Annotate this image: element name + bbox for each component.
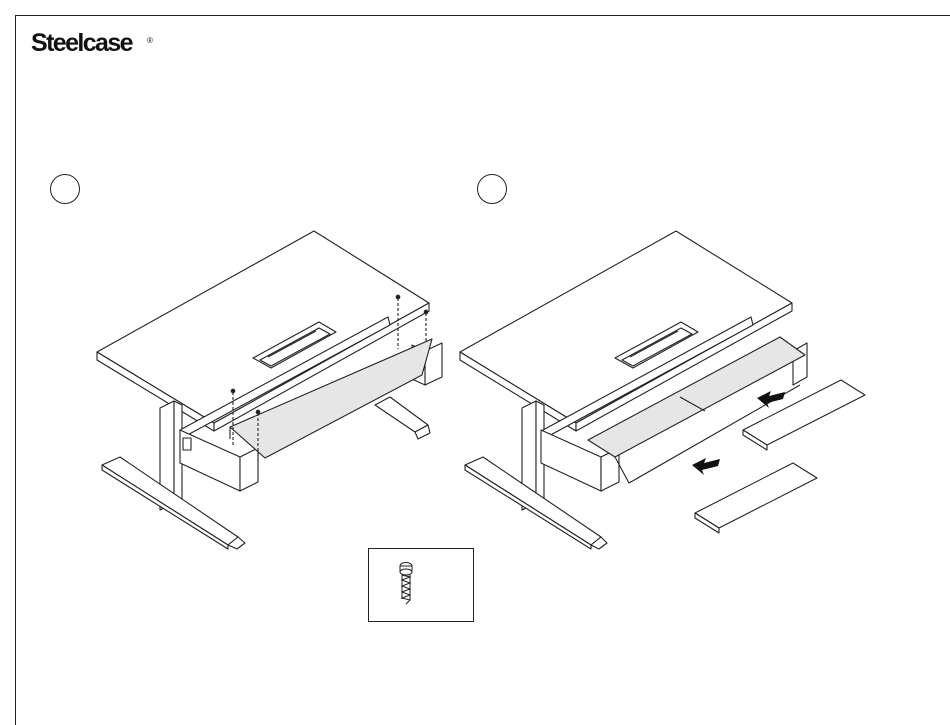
steelcase-logo: Steelcase	[31, 29, 132, 58]
desk-privacy-panel-screws-icon	[90, 225, 450, 555]
frame-top-border	[15, 15, 950, 16]
registered-mark: ®	[147, 36, 153, 45]
hardware-box	[368, 548, 474, 622]
screw-icon	[397, 561, 415, 607]
desk-modesty-panel-slide-in-icon	[455, 225, 875, 555]
step-1-circle	[50, 174, 80, 204]
step-2-circle	[477, 174, 507, 204]
frame-left-border	[15, 15, 16, 725]
